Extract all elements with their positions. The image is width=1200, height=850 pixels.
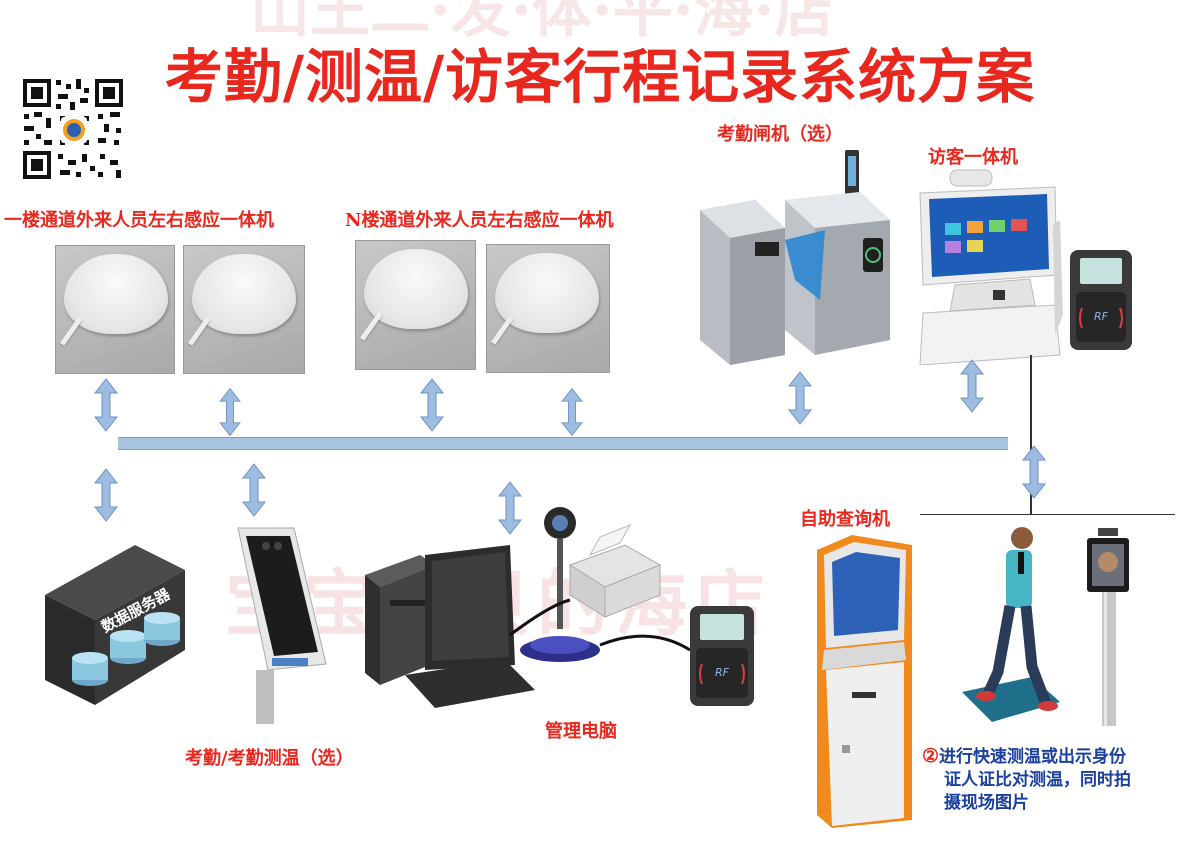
sensor-device-4 xyxy=(486,244,610,373)
self-service-kiosk xyxy=(812,530,922,830)
process-note-line1: ②进行快速测温或出示身份 xyxy=(922,745,1127,767)
arrow-attendance xyxy=(242,463,266,517)
gate-label: 考勤闸机（选） xyxy=(717,124,843,145)
management-pc xyxy=(360,505,780,710)
network-bus xyxy=(118,437,1008,450)
arrow-sensor-2 xyxy=(219,388,241,436)
attendance-label: 考勤/考勤测温（选） xyxy=(185,748,354,769)
arrow-sensor-1 xyxy=(94,378,118,432)
floorN-label: N楼通道外来人员左右感应一体机 xyxy=(345,210,614,231)
svg-text:RF: RF xyxy=(1094,310,1109,323)
connector-line-v xyxy=(1030,355,1032,515)
svg-text:RF: RF xyxy=(715,666,730,679)
attendance-terminal xyxy=(232,524,328,724)
qr-code xyxy=(20,76,126,182)
arrow-sensor-4 xyxy=(561,388,583,436)
watermark-top: 山王二·发·体·平·海·店 xyxy=(250,0,835,46)
connector-line-h xyxy=(920,514,1175,515)
visitor-machine-label: 访客一体机 xyxy=(928,147,1018,168)
arrow-server xyxy=(94,468,118,522)
visitor-kiosk xyxy=(915,165,1065,366)
floor1-label: 一楼通道外来人员左右感应一体机 xyxy=(4,210,274,231)
arrow-gate xyxy=(788,371,812,425)
card-reader-top: RF xyxy=(1068,248,1134,352)
sensor-device-1 xyxy=(55,245,175,374)
turnstile-gate xyxy=(695,150,895,365)
arrow-walker xyxy=(1022,445,1046,499)
step-number: ② xyxy=(922,745,940,767)
arrow-sensor-3 xyxy=(420,378,444,432)
arrow-visitor xyxy=(960,359,984,413)
sensor-device-3 xyxy=(355,240,476,370)
pc-label: 管理电脑 xyxy=(545,721,617,742)
process-note-line2: 证人证比对测温，同时拍 xyxy=(944,770,1131,790)
process-note: ②进行快速测温或出示身份 证人证比对测温，同时拍 摄现场图片 xyxy=(922,745,1192,815)
data-server: 数据服务器 xyxy=(40,540,190,710)
walking-person xyxy=(962,522,1062,732)
card-reader-pc: RF xyxy=(688,604,756,708)
process-note-line3: 摄现场图片 xyxy=(944,793,1029,813)
temperature-pole xyxy=(1084,528,1134,728)
kiosk-label: 自助查询机 xyxy=(800,509,890,530)
page-title: 考勤/测温/访客行程记录系统方案 xyxy=(164,43,1036,111)
sensor-device-2 xyxy=(183,245,305,374)
